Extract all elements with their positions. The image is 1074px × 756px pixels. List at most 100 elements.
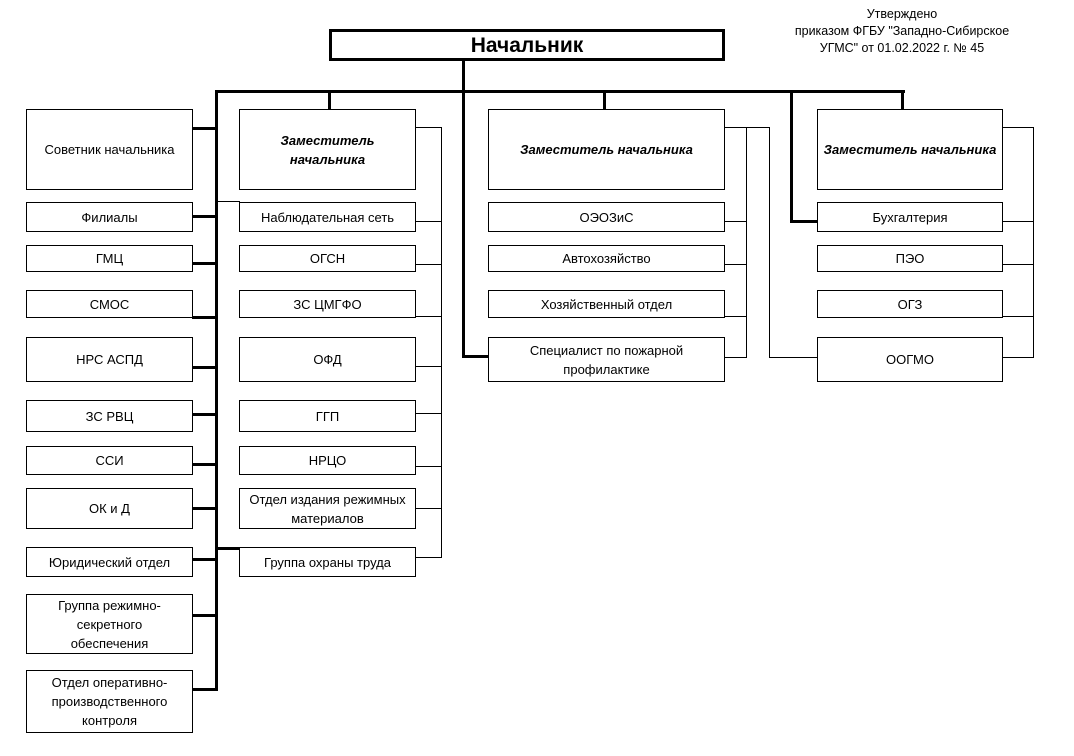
unit-label: ССИ — [95, 453, 124, 468]
unit-box: НРС АСПД — [26, 337, 193, 382]
connector — [746, 127, 770, 128]
unit-box: Отдел издания режимных материалов — [239, 488, 416, 529]
unit-box: ССИ — [26, 446, 193, 475]
connector — [192, 558, 216, 561]
unit-box: ОГЗ — [817, 290, 1003, 318]
connector — [415, 508, 442, 509]
unit-label: ОГСН — [309, 251, 346, 266]
connector — [328, 90, 331, 110]
connector — [192, 463, 216, 466]
unit-box: ООГМО — [817, 337, 1003, 382]
unit-label: СМОС — [89, 296, 130, 312]
connector — [192, 366, 216, 369]
connector — [415, 366, 442, 367]
unit-box: НРЦО — [239, 446, 416, 475]
connector — [746, 127, 747, 358]
unit-label: Группа режимно-секретного обеспечения — [58, 597, 161, 651]
head-box: Начальник — [329, 29, 725, 61]
connector — [441, 127, 442, 558]
connector — [901, 90, 904, 110]
unit-label: ОФД — [313, 352, 342, 367]
unit-box: ГМЦ — [26, 245, 193, 272]
unit-box: Отдел оперативно-производственного контр… — [26, 670, 193, 733]
unit-box: Специалист по пожарной профилактике — [488, 337, 725, 382]
connector — [192, 127, 216, 130]
unit-label: ООГМО — [886, 352, 934, 367]
unit-label: Отдел оперативно-производственного контр… — [51, 675, 168, 728]
unit-box: ОЭОЗиС — [488, 202, 725, 232]
connector — [215, 547, 240, 550]
unit-box: Наблюдательная сеть — [239, 202, 416, 232]
unit-box: Автохозяйство — [488, 245, 725, 272]
unit-label: Автохозяйство — [562, 251, 651, 266]
connector — [192, 316, 216, 319]
unit-box: Группа охраны труда — [239, 547, 416, 577]
connector — [724, 264, 747, 265]
unit-label: ГГП — [315, 408, 340, 424]
unit-box: Бухгалтерия — [817, 202, 1003, 232]
approval-note: Утверждено приказом ФГБУ "Западно-Сибирс… — [780, 6, 1024, 57]
connector — [215, 90, 218, 691]
connector — [215, 90, 905, 93]
connector — [1002, 127, 1034, 128]
connector — [415, 127, 442, 128]
connector — [724, 221, 747, 222]
connector — [415, 316, 442, 317]
connector — [724, 316, 747, 317]
connector — [415, 264, 442, 265]
unit-label: Группа охраны труда — [264, 554, 391, 570]
advisor-box: Советник начальника — [26, 109, 193, 190]
unit-label: Наблюдательная сеть — [260, 209, 395, 225]
connector — [192, 413, 216, 416]
connector — [192, 262, 216, 265]
connector — [192, 614, 216, 617]
unit-label: ОЭОЗиС — [579, 209, 634, 225]
head-label: Начальник — [470, 33, 584, 57]
unit-label: ЗС РВЦ — [85, 408, 134, 424]
deputy-box: Заместитель начальника — [488, 109, 725, 190]
unit-label: Филиалы — [81, 209, 138, 225]
unit-label: Специалист по пожарной профилактике — [529, 342, 684, 377]
unit-box: Группа режимно-секретного обеспечения — [26, 594, 193, 654]
unit-box: ОГСН — [239, 245, 416, 272]
connector — [462, 59, 465, 92]
connector — [790, 220, 818, 223]
connector — [790, 90, 793, 223]
unit-label: ГМЦ — [95, 251, 124, 266]
unit-label: Юридический отдел — [48, 554, 171, 570]
unit-label: Бухгалтерия — [872, 209, 948, 225]
unit-box: ГГП — [239, 400, 416, 432]
connector — [462, 90, 465, 358]
approval-line-2: приказом ФГБУ "Западно-Сибирское — [794, 24, 1010, 38]
deputy-label: Заместитель начальника — [280, 132, 375, 167]
connector — [415, 413, 442, 414]
unit-box: СМОС — [26, 290, 193, 318]
advisor-label: Советник начальника — [44, 142, 175, 157]
connector — [1002, 357, 1034, 358]
connector — [192, 507, 216, 510]
unit-box: Филиалы — [26, 202, 193, 232]
connector — [724, 127, 747, 128]
unit-label: Отдел издания режимных материалов — [249, 491, 406, 526]
unit-label: ПЭО — [895, 251, 925, 266]
unit-label: ОГЗ — [897, 296, 923, 312]
connector — [415, 557, 442, 558]
connector — [1002, 316, 1034, 317]
unit-box: ОК и Д — [26, 488, 193, 529]
connector — [769, 357, 818, 358]
unit-label: НРС АСПД — [76, 352, 143, 367]
unit-box: ПЭО — [817, 245, 1003, 272]
connector — [724, 357, 747, 358]
approval-line-1: Утверждено — [866, 7, 938, 21]
connector — [769, 127, 770, 358]
approval-line-3: УГМС" от 01.02.2022 г. № 45 — [819, 41, 985, 55]
deputy-label: Заместитель начальника — [520, 142, 693, 157]
deputy-box: Заместитель начальника — [239, 109, 416, 190]
connector — [415, 466, 442, 467]
connector — [192, 215, 216, 218]
deputy-box: Заместитель начальника — [817, 109, 1003, 190]
unit-label: НРЦО — [308, 453, 347, 468]
unit-label: Хозяйственный отдел — [540, 296, 673, 312]
unit-box: ЗС РВЦ — [26, 400, 193, 432]
unit-box: ОФД — [239, 337, 416, 382]
